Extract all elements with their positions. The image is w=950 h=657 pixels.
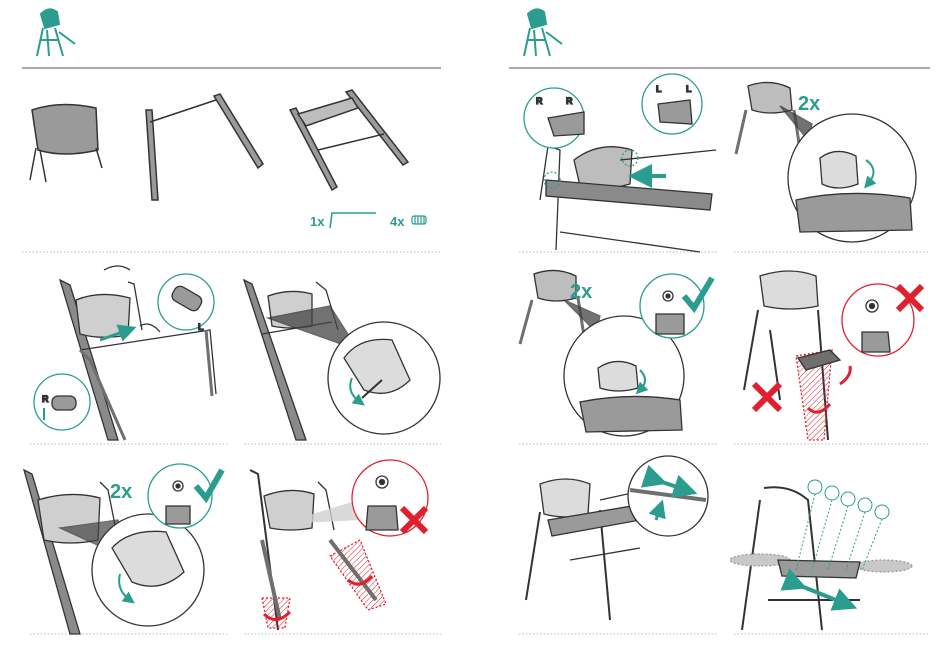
label-l: L [686, 84, 692, 94]
crossbar-part [146, 94, 263, 200]
screw-count-label: 2x [110, 481, 132, 503]
parts-count: 1x 4x [310, 213, 426, 229]
label-l: L [656, 84, 662, 94]
step-screw-backrest: 2x [736, 82, 916, 242]
step-adjust-seat [526, 456, 708, 620]
high-chair-icon [37, 9, 75, 56]
bolt-count-label: 4x [390, 214, 405, 229]
step-second-screws: 2x [520, 270, 712, 436]
step-attach-crossbar: L R [34, 266, 216, 440]
key-count-label: 1x [310, 214, 325, 229]
seat-part [30, 104, 102, 182]
rotate-arrow-icon [840, 366, 850, 384]
screw-count-label: 2x [798, 93, 820, 115]
bolt-icon [412, 216, 426, 224]
step-check-alignment-wrong [250, 460, 428, 630]
step-insert-backrest-bar: R R L L [524, 74, 716, 252]
footrest-part [290, 90, 408, 190]
step-tighten-second-side: 2x [24, 464, 222, 634]
allen-key-icon [330, 213, 376, 228]
label-r: R [566, 96, 573, 106]
step-seat-positions [730, 480, 912, 630]
high-chair-icon [524, 9, 562, 56]
step-tighten-screws [244, 280, 440, 440]
screw-count-label: 2x [570, 281, 592, 303]
label-l: L [198, 322, 204, 332]
label-r: R [42, 394, 49, 404]
label-r: R [536, 96, 543, 106]
step-check-backrest-wrong [744, 271, 922, 440]
cross-icon [754, 384, 780, 410]
